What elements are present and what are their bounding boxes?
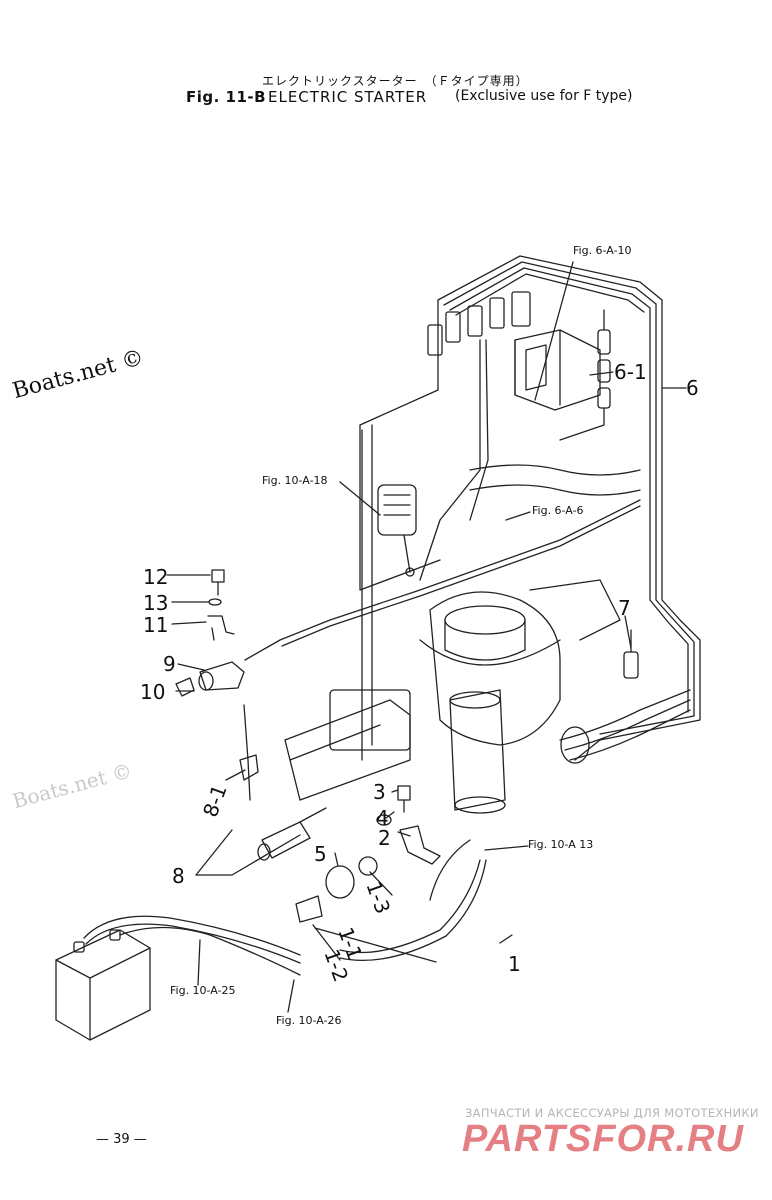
page-number: — 39 — [96, 1132, 147, 1147]
figure-subtitle: (Exclusive use for F type) [455, 88, 633, 104]
cable-grommet [560, 726, 590, 764]
plug-9 [199, 661, 245, 691]
japanese-title: エレクトリックスターター （Ｆタイプ専用） [262, 74, 529, 88]
figure-title: ELECTRIC STARTER [268, 88, 428, 106]
battery [55, 929, 151, 1041]
callout-12: 12 [143, 565, 169, 589]
bracket-2 [399, 825, 441, 865]
relay-box [514, 329, 601, 411]
bolt-3 [397, 785, 411, 813]
callout-11: 11 [143, 613, 169, 637]
figure-label: Fig. 11-B [186, 88, 267, 106]
footer-ad-text: ЗАПЧАСТИ И АКСЕССУАРЫ ДЛЯ МОТОТЕХНИКИ [465, 1106, 759, 1120]
part-fig-10-a-18 [377, 484, 417, 536]
ref-fig-6-a-10: Fig. 6-A-10 [573, 244, 632, 257]
washer-13 [208, 598, 222, 606]
callout-13: 13 [143, 591, 169, 615]
connector-7 [623, 651, 639, 679]
callout-4: 4 [376, 806, 389, 830]
callout-5: 5 [314, 842, 327, 866]
nut-1-3 [358, 856, 378, 876]
callout-2: 2 [378, 826, 391, 850]
starter-motor [449, 689, 506, 811]
callout-3: 3 [373, 780, 386, 804]
callout-9: 9 [163, 652, 176, 676]
ref-fig-10-a-25: Fig. 10-A-25 [170, 984, 236, 997]
ref-fig-6-a-6: Fig. 6-A-6 [532, 504, 584, 517]
ref-fig-10-a-18: Fig. 10-A-18 [262, 474, 328, 487]
washer-4 [376, 814, 392, 826]
callout-7: 7 [618, 596, 631, 620]
callout-8: 8 [172, 864, 185, 888]
boot-5 [325, 865, 355, 899]
footer-ad-logo: PARTSFOR.RU [462, 1118, 744, 1160]
battery-cable [83, 915, 301, 956]
terminal-11 [207, 615, 235, 641]
engine-block [429, 591, 561, 746]
switch-8 [261, 821, 311, 859]
callout-6: 6 [686, 376, 699, 400]
callout-6-1: 6-1 [614, 360, 647, 384]
cap-10 [175, 677, 195, 697]
callout-1: 1 [508, 952, 521, 976]
terminal-8-1 [239, 754, 259, 781]
terminal-1-1 [295, 895, 323, 923]
bolt-12 [211, 569, 225, 596]
cable-1 [339, 859, 481, 954]
ref-fig-10-a-13: Fig. 10-A 13 [528, 838, 594, 851]
callout-10: 10 [140, 680, 166, 704]
ref-fig-10-a-26: Fig. 10-A-26 [276, 1014, 342, 1027]
